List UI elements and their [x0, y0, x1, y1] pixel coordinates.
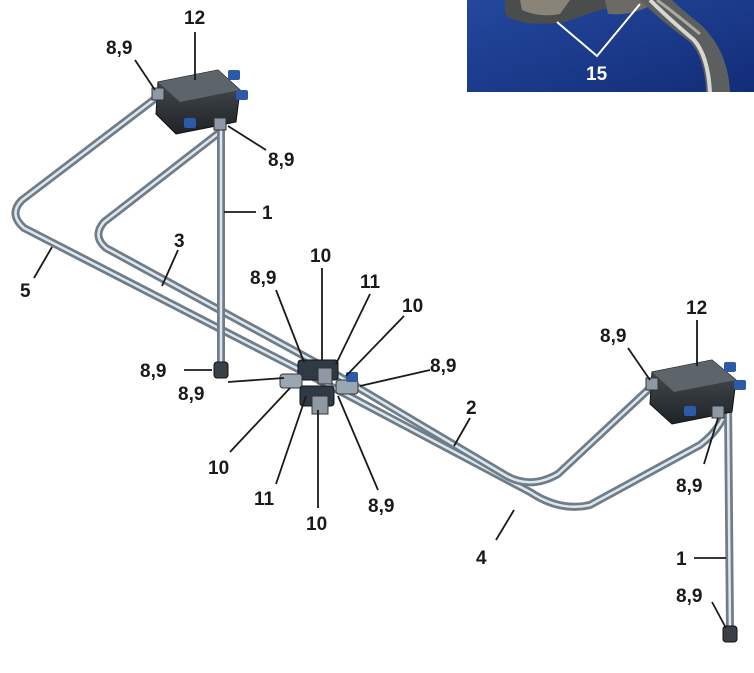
- callout-8-9-right-bottom: 8,9: [676, 586, 727, 629]
- callout-8-9-top-right: 8,9: [227, 125, 294, 171]
- inset-callout-15: 15: [556, 3, 641, 85]
- svg-text:8,9: 8,9: [106, 38, 132, 59]
- tubing: [11, 91, 734, 634]
- svg-text:15: 15: [586, 64, 608, 85]
- callout-10-center-bottom: 10: [306, 410, 327, 535]
- callout-8-9-right-block-below: 8,9: [676, 417, 719, 497]
- callout-11-lower: 11: [254, 395, 307, 510]
- callout-10-center-left: 10: [208, 387, 291, 479]
- callout-2: 2: [453, 398, 477, 447]
- svg-text:8,9: 8,9: [676, 586, 702, 607]
- svg-text:8,9: 8,9: [250, 268, 276, 289]
- callout-8-9-top-left: 8,9: [106, 38, 156, 91]
- callout-8-9-left-bottom: 8,9: [140, 361, 212, 382]
- callout-11-upper: 11: [335, 272, 381, 365]
- callout-8-9-center-lower-left: 8,9: [178, 377, 285, 405]
- center-tee-fittings: [279, 359, 359, 415]
- svg-text:12: 12: [686, 298, 707, 319]
- tube-5: [11, 91, 732, 511]
- svg-text:10: 10: [402, 296, 423, 317]
- callout-4: 4: [476, 509, 515, 569]
- svg-text:10: 10: [310, 246, 331, 267]
- svg-text:8,9: 8,9: [268, 150, 294, 171]
- callout-1-left: 1: [224, 203, 273, 224]
- svg-text:11: 11: [254, 489, 275, 510]
- svg-text:8,9: 8,9: [600, 326, 626, 347]
- svg-text:10: 10: [306, 514, 327, 535]
- svg-text:8,9: 8,9: [368, 496, 394, 517]
- svg-text:10: 10: [208, 458, 229, 479]
- svg-text:5: 5: [20, 281, 31, 302]
- svg-text:11: 11: [360, 272, 381, 293]
- valve-block-top-left: [151, 69, 248, 135]
- svg-text:8,9: 8,9: [676, 476, 702, 497]
- plug-cap-right: [722, 625, 738, 643]
- callout-10-center-top: 10: [310, 246, 331, 360]
- callout-1-right: 1: [676, 549, 726, 570]
- svg-text:8,9: 8,9: [178, 384, 204, 405]
- callout-12-top: 12: [184, 8, 205, 80]
- svg-text:12: 12: [184, 8, 205, 29]
- callout-10-center-right: 10: [345, 296, 423, 377]
- callout-8-9-center-upper-left: 8,9: [250, 268, 305, 363]
- svg-text:1: 1: [262, 203, 273, 224]
- plug-cap-left: [213, 361, 229, 379]
- svg-text:4: 4: [476, 548, 487, 569]
- valve-block-right: [645, 359, 746, 425]
- callout-8-9-right-block-left: 8,9: [600, 326, 651, 381]
- svg-text:8,9: 8,9: [140, 361, 166, 382]
- svg-text:8,9: 8,9: [430, 356, 456, 377]
- callout-8-9-center-upper-right: 8,9: [359, 356, 456, 387]
- svg-text:1: 1: [676, 549, 687, 570]
- inset-photo: 15: [467, 0, 754, 93]
- svg-text:3: 3: [174, 231, 185, 252]
- callout-8-9-center-lower-right: 8,9: [337, 395, 394, 517]
- svg-text:2: 2: [466, 398, 477, 419]
- callout-3: 3: [161, 231, 185, 287]
- callout-5: 5: [20, 246, 53, 302]
- callout-12-right: 12: [686, 298, 707, 366]
